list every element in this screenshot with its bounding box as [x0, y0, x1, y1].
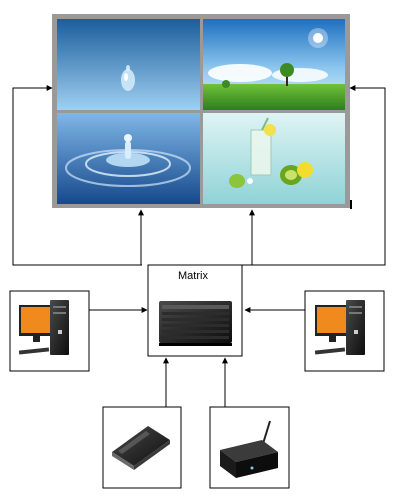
water-drop-icon: [57, 19, 200, 110]
portable-drive-box: [102, 406, 182, 489]
right-output-arrow: [242, 85, 386, 266]
left-output-arrow: [12, 85, 142, 266]
wall-corner-mark: [350, 200, 352, 209]
matrix-switcher-icon: [159, 301, 232, 346]
connector-lines: [12, 85, 386, 407]
video-wall: [52, 14, 352, 209]
sunny-field-icon: [203, 19, 345, 110]
media-box-box: [209, 406, 290, 489]
portable-hard-drive-icon: [112, 426, 170, 470]
matrix-label: Matrix: [178, 270, 208, 282]
right-pc-box: [304, 290, 385, 372]
desktop-computer-icon: [314, 300, 365, 355]
wireless-media-box-icon: [220, 420, 278, 478]
lemon-drink-icon: [203, 113, 345, 204]
matrix-box: [147, 264, 243, 357]
water-splash-icon: [57, 113, 200, 204]
desktop-computer-icon: [18, 300, 69, 355]
left-pc-box: [9, 290, 90, 372]
